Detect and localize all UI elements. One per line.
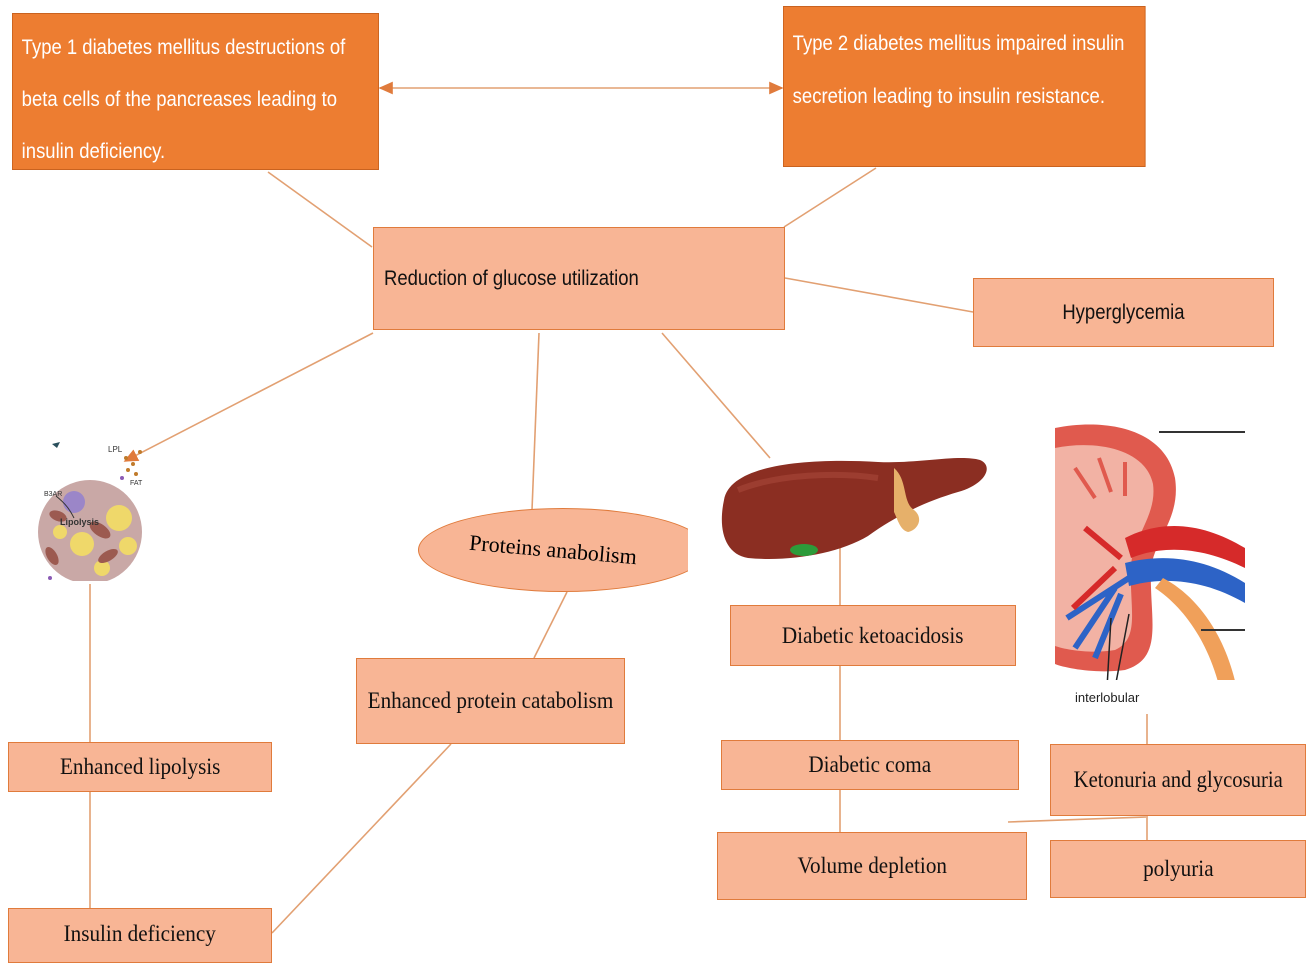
type1-text: Type 1 diabetes mellitus destructions of… bbox=[22, 36, 346, 163]
adipocyte-label-b3ar: B3AR bbox=[44, 491, 62, 498]
hyperglycemia-text: Hyperglycemia bbox=[1062, 301, 1184, 325]
adipocyte-label-lipolysis: Lipolysis bbox=[60, 517, 99, 527]
volume-depletion-box: Volume depletion bbox=[717, 832, 1027, 900]
link-reduction-liver bbox=[662, 333, 770, 458]
lipolysis-text: Enhanced lipolysis bbox=[60, 754, 220, 780]
polyuria-box: polyuria bbox=[1050, 840, 1306, 898]
proteins-anabolism-text: Proteins anabolism bbox=[468, 530, 638, 571]
link-catabolism-insulin bbox=[272, 744, 451, 933]
hyperglycemia-box: Hyperglycemia bbox=[973, 278, 1274, 347]
link-reduction-adipocyte bbox=[125, 333, 373, 461]
reduction-box: Reduction of glucose utilization bbox=[373, 227, 785, 330]
coma-box: Diabetic coma bbox=[721, 740, 1019, 790]
type2-text: Type 2 diabetes mellitus impaired insuli… bbox=[793, 32, 1125, 108]
proteins-anabolism-oval: Proteins anabolism bbox=[418, 508, 708, 592]
lipolysis-box: Enhanced lipolysis bbox=[8, 742, 272, 792]
coma-text: Diabetic coma bbox=[809, 752, 932, 778]
adipocyte-label-fat: FAT bbox=[130, 480, 143, 487]
insulin-deficiency-box: Insulin deficiency bbox=[8, 908, 272, 963]
ketonuria-box: Ketonuria and glycosuria bbox=[1050, 744, 1306, 816]
ketonuria-text: Ketonuria and glycosuria bbox=[1073, 767, 1282, 793]
link-type1-reduction bbox=[268, 172, 372, 247]
catabolism-text: Enhanced protein catabolism bbox=[368, 688, 614, 714]
insulin-deficiency-text: Insulin deficiency bbox=[64, 921, 216, 947]
type2-box: Type 2 diabetes mellitus impaired insuli… bbox=[783, 6, 1146, 167]
type1-box: Type 1 diabetes mellitus destructions of… bbox=[12, 13, 379, 170]
link-reduction-hyperglycemia bbox=[785, 278, 973, 312]
kidney-image: interlobular bbox=[1055, 418, 1247, 714]
reduction-text: Reduction of glucose utilization bbox=[384, 267, 639, 291]
link-proteins-catabolism bbox=[534, 592, 567, 658]
liver-image bbox=[718, 450, 994, 570]
adipocyte-image: LPL FAT B3AR Lipolysis bbox=[30, 438, 150, 584]
link-volume-ketonuria bbox=[1008, 817, 1146, 822]
ketoacidosis-text: Diabetic ketoacidosis bbox=[782, 623, 964, 649]
polyuria-text: polyuria bbox=[1143, 856, 1214, 882]
volume-depletion-text: Volume depletion bbox=[797, 853, 946, 879]
catabolism-box: Enhanced protein catabolism bbox=[356, 658, 625, 744]
link-reduction-proteins bbox=[532, 333, 539, 510]
link-type2-reduction bbox=[784, 168, 876, 227]
adipocyte-label-lpl: LPL bbox=[108, 445, 123, 454]
ketoacidosis-box: Diabetic ketoacidosis bbox=[730, 605, 1016, 666]
kidney-label: interlobular bbox=[1075, 690, 1140, 705]
